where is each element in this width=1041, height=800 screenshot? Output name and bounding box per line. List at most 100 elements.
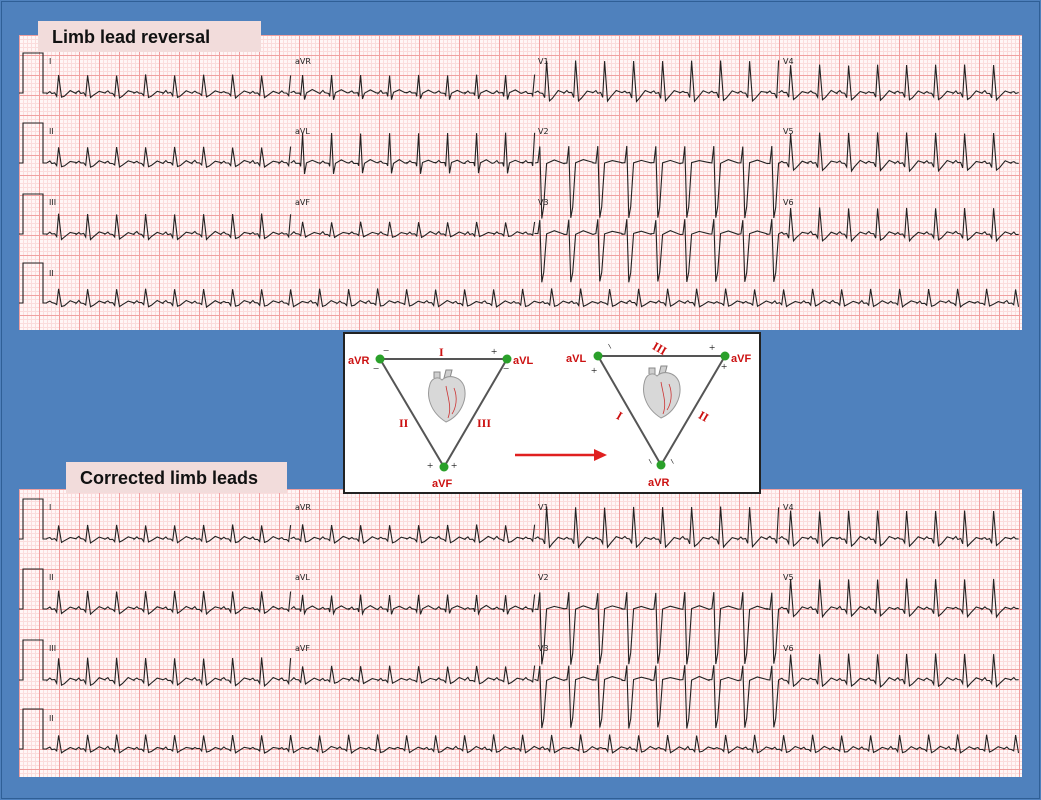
ecg-strip-limb-lead-reversal: I aVR V1 V4 II aVL V2 V5 III aVF V3 V6 I… [19, 35, 1022, 330]
lead-label-i: I [49, 503, 52, 512]
calibration-pulse [19, 568, 47, 610]
lead-label-avr: aVR [295, 503, 311, 512]
electrode-dot [593, 351, 603, 361]
lead-label-v4: V4 [783, 57, 794, 66]
ecg-trace-rhythm-strip [46, 734, 1020, 754]
ecg-trace-lead [778, 64, 1019, 102]
calibration-pulse [19, 52, 47, 94]
lead-label-ii: II [49, 127, 54, 136]
lead-label-i: I [49, 57, 52, 66]
ecg-trace-lead [46, 590, 292, 616]
electrode-label-avr: aVR [648, 477, 669, 489]
ecg-trace-lead [534, 665, 780, 729]
calibration-pulse [19, 262, 47, 304]
ecg-trace-lead [534, 219, 780, 283]
polarity-sign: − [373, 363, 379, 375]
lead-label-iii: III [49, 644, 57, 653]
lead-label-iii: III [49, 198, 57, 207]
heart-icon [428, 369, 466, 423]
lead-side-label-iii: III [477, 416, 491, 430]
ecg-trace-lead [46, 213, 292, 241]
lead-label-v5: V5 [783, 573, 794, 582]
polarity-sign: − [503, 363, 509, 375]
transition-arrow-icon [515, 449, 607, 461]
ecg-trace-lead [46, 74, 292, 100]
ecg-traces-top [19, 52, 1020, 309]
lead-label-avl: aVL [295, 573, 310, 582]
ecg-trace-lead [534, 592, 780, 665]
electrode-label-avf: aVF [731, 353, 751, 365]
ecg-trace-lead [534, 145, 780, 219]
calibration-pulse [19, 708, 47, 750]
triangle-after: aVL aVF aVR III I II − + + + − − [566, 339, 751, 489]
lead-label-v2: V2 [538, 573, 549, 582]
ecg-trace-lead [290, 221, 536, 239]
triangle-outline [596, 355, 727, 467]
lead-label-ii: II [49, 573, 54, 582]
polarity-sign: + [427, 460, 433, 472]
lead-label-rhythm-ii: II [49, 714, 54, 723]
calibration-pulse [19, 193, 47, 235]
lead-label-v4: V4 [783, 503, 794, 512]
ecg-trace-lead [290, 524, 536, 544]
lead-label-v1: V1 [538, 57, 549, 66]
electrode-label-avl: aVL [513, 355, 533, 367]
electrode-dot [720, 351, 730, 361]
ecg-trace-lead [46, 657, 292, 687]
ecg-traces-bottom [19, 498, 1020, 754]
ecg-trace-lead [290, 665, 536, 685]
ecg-trace-lead [778, 578, 1019, 619]
einthoven-triangle-diagram: aVR aVL aVF I II III − + − − + + [343, 332, 761, 494]
lead-label-v1: V1 [538, 503, 549, 512]
lead-side-label-ii: II [696, 408, 711, 425]
polarity-sign: + [491, 346, 497, 358]
lead-label-v3: V3 [538, 644, 549, 653]
polarity-sign: − [602, 341, 616, 352]
ecg-trace-lead [778, 207, 1019, 243]
heart-icon [643, 365, 681, 419]
polarity-sign: − [665, 456, 679, 467]
lead-label-v2: V2 [538, 127, 549, 136]
lead-side-label-ii: II [399, 416, 409, 430]
ecg-trace-lead [290, 74, 536, 100]
ecg-trace-lead [46, 524, 292, 544]
ecg-trace-lead [290, 132, 536, 175]
ecg-trace-lead [534, 506, 780, 549]
panel-title-corrected-limb-leads: Corrected limb leads [66, 462, 287, 493]
electrode-dot [375, 354, 385, 364]
polarity-sign: + [709, 342, 715, 354]
electrode-label-avl: aVL [566, 353, 586, 365]
lead-side-label-iii: III [650, 339, 669, 358]
lead-label-v6: V6 [783, 198, 794, 207]
ecg-trace-lead [778, 132, 1019, 173]
lead-side-label-i: I [614, 408, 625, 423]
lead-side-label-i: I [439, 345, 444, 359]
ecg-trace-lead [778, 653, 1019, 689]
lead-label-v5: V5 [783, 127, 794, 136]
polarity-sign: + [451, 460, 457, 472]
lead-label-avf: aVF [295, 644, 310, 653]
electrode-dot [502, 354, 512, 364]
lead-label-v3: V3 [538, 198, 549, 207]
ecg-trace-lead [534, 60, 780, 103]
calibration-pulse [19, 122, 47, 164]
triangle-outline [378, 358, 509, 469]
ecg-trace-rhythm-strip [46, 288, 1020, 309]
calibration-pulse [19, 498, 47, 540]
lead-label-avf: aVF [295, 198, 310, 207]
ecg-trace-lead [290, 594, 536, 616]
electrode-dot [439, 462, 449, 472]
einthoven-diagram-svg: aVR aVL aVF I II III − + − − + + [348, 339, 751, 490]
polarity-sign: + [591, 365, 597, 377]
panel-title-limb-lead-reversal: Limb lead reversal [38, 21, 261, 52]
polarity-sign: − [643, 456, 657, 467]
lead-label-avr: aVR [295, 57, 311, 66]
lead-label-rhythm-ii: II [49, 269, 54, 278]
triangle-before: aVR aVL aVF I II III − + − − + + [348, 345, 533, 490]
electrode-dot [656, 460, 666, 470]
electrode-label-avr: aVR [348, 355, 369, 367]
lead-label-v6: V6 [783, 644, 794, 653]
lead-label-avl: aVL [295, 127, 310, 136]
calibration-pulse [19, 639, 47, 681]
ecg-trace-lead [778, 510, 1019, 548]
